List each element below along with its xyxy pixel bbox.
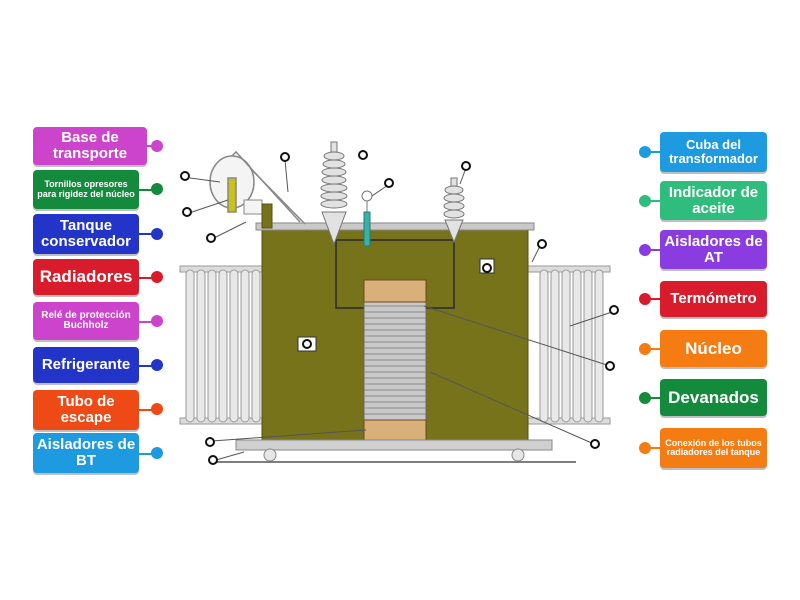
lead-aisladores-at <box>645 249 660 251</box>
drop-target-marker[interactable] <box>280 152 290 162</box>
lead-conexion <box>645 447 660 449</box>
handle-aisladores-bt[interactable] <box>151 447 163 459</box>
pointer-lines <box>189 159 613 461</box>
label-tanque-conservador[interactable]: Tanque conservador <box>33 214 139 254</box>
drop-target-marker[interactable] <box>537 239 547 249</box>
lead-devanados <box>645 397 660 399</box>
label-cuba-del-transformador[interactable]: Cuba del transformador <box>660 132 767 172</box>
label-tubo-de-escape[interactable]: Tubo de escape <box>33 390 139 430</box>
handle-rele[interactable] <box>151 315 163 327</box>
label-aisladores-at[interactable]: Aisladores de AT <box>660 230 767 269</box>
left-radiator <box>179 265 263 425</box>
hv-bushing <box>320 141 348 246</box>
label-devanados[interactable]: Devanados <box>660 379 767 416</box>
drop-target-marker[interactable] <box>384 178 394 188</box>
handle-tubo[interactable] <box>151 403 163 415</box>
drop-target-marker[interactable] <box>605 361 615 371</box>
wheel-right <box>511 448 525 462</box>
label-tornillos-opresores[interactable]: Tornillos opresores para rigidez del núc… <box>33 170 139 209</box>
lead-rele <box>139 321 155 323</box>
label-nucleo[interactable]: Núcleo <box>660 330 767 367</box>
drop-target-marker[interactable] <box>208 455 218 465</box>
drop-target-marker[interactable] <box>302 339 312 349</box>
lead-radiadores <box>139 277 155 279</box>
lead-tanque <box>139 233 155 235</box>
conservator <box>209 150 306 225</box>
handle-base-de-transporte[interactable] <box>151 140 163 152</box>
label-base-de-transporte[interactable]: Base de transporte <box>33 127 147 165</box>
lv-bushing <box>443 177 465 244</box>
lead-nucleo <box>645 348 660 350</box>
thermometer <box>361 190 373 247</box>
lead-tornillos <box>139 189 155 191</box>
label-termometro[interactable]: Termómetro <box>660 281 767 317</box>
lead-indicador <box>645 200 660 202</box>
buchholz-relay <box>243 199 263 215</box>
label-indicador-de-aceite[interactable]: Indicador de aceite <box>660 181 767 220</box>
core-clamps <box>363 279 427 443</box>
relay-pipe <box>261 203 273 229</box>
drop-target-marker[interactable] <box>205 437 215 447</box>
tank-cover <box>255 222 535 231</box>
drop-target-marker[interactable] <box>180 171 190 181</box>
base-frame <box>235 439 553 451</box>
label-aisladores-bt[interactable]: Aisladores de BT <box>33 433 139 473</box>
handle-tornillos[interactable] <box>151 183 163 195</box>
drop-target-marker[interactable] <box>461 161 471 171</box>
handle-radiadores[interactable] <box>151 271 163 283</box>
winding-lines <box>364 299 426 415</box>
drop-target-marker[interactable] <box>590 439 600 449</box>
lead-aisladores-bt <box>139 453 155 455</box>
handle-tanque[interactable] <box>151 228 163 240</box>
right-radiator <box>527 265 611 425</box>
core <box>363 279 427 445</box>
label-rele-buchholz[interactable]: Relé de protección Buchholz <box>33 302 139 340</box>
drop-target-marker[interactable] <box>206 233 216 243</box>
lead-cuba <box>645 151 660 153</box>
label-refrigerante[interactable]: Refrigerante <box>33 347 139 383</box>
drop-target-marker[interactable] <box>609 305 619 315</box>
handle-refrigerante[interactable] <box>151 359 163 371</box>
drop-target-marker[interactable] <box>182 207 192 217</box>
label-conexion-tubos[interactable]: Conexión de los tubos radiadores del tan… <box>660 428 767 468</box>
lead-refrigerante <box>139 365 155 367</box>
drop-target-marker[interactable] <box>358 150 368 160</box>
lead-termometro <box>645 298 660 300</box>
drop-target-marker[interactable] <box>482 263 492 273</box>
wheel-left <box>263 448 277 462</box>
label-radiadores[interactable]: Radiadores <box>33 259 139 295</box>
lead-tubo <box>139 409 155 411</box>
